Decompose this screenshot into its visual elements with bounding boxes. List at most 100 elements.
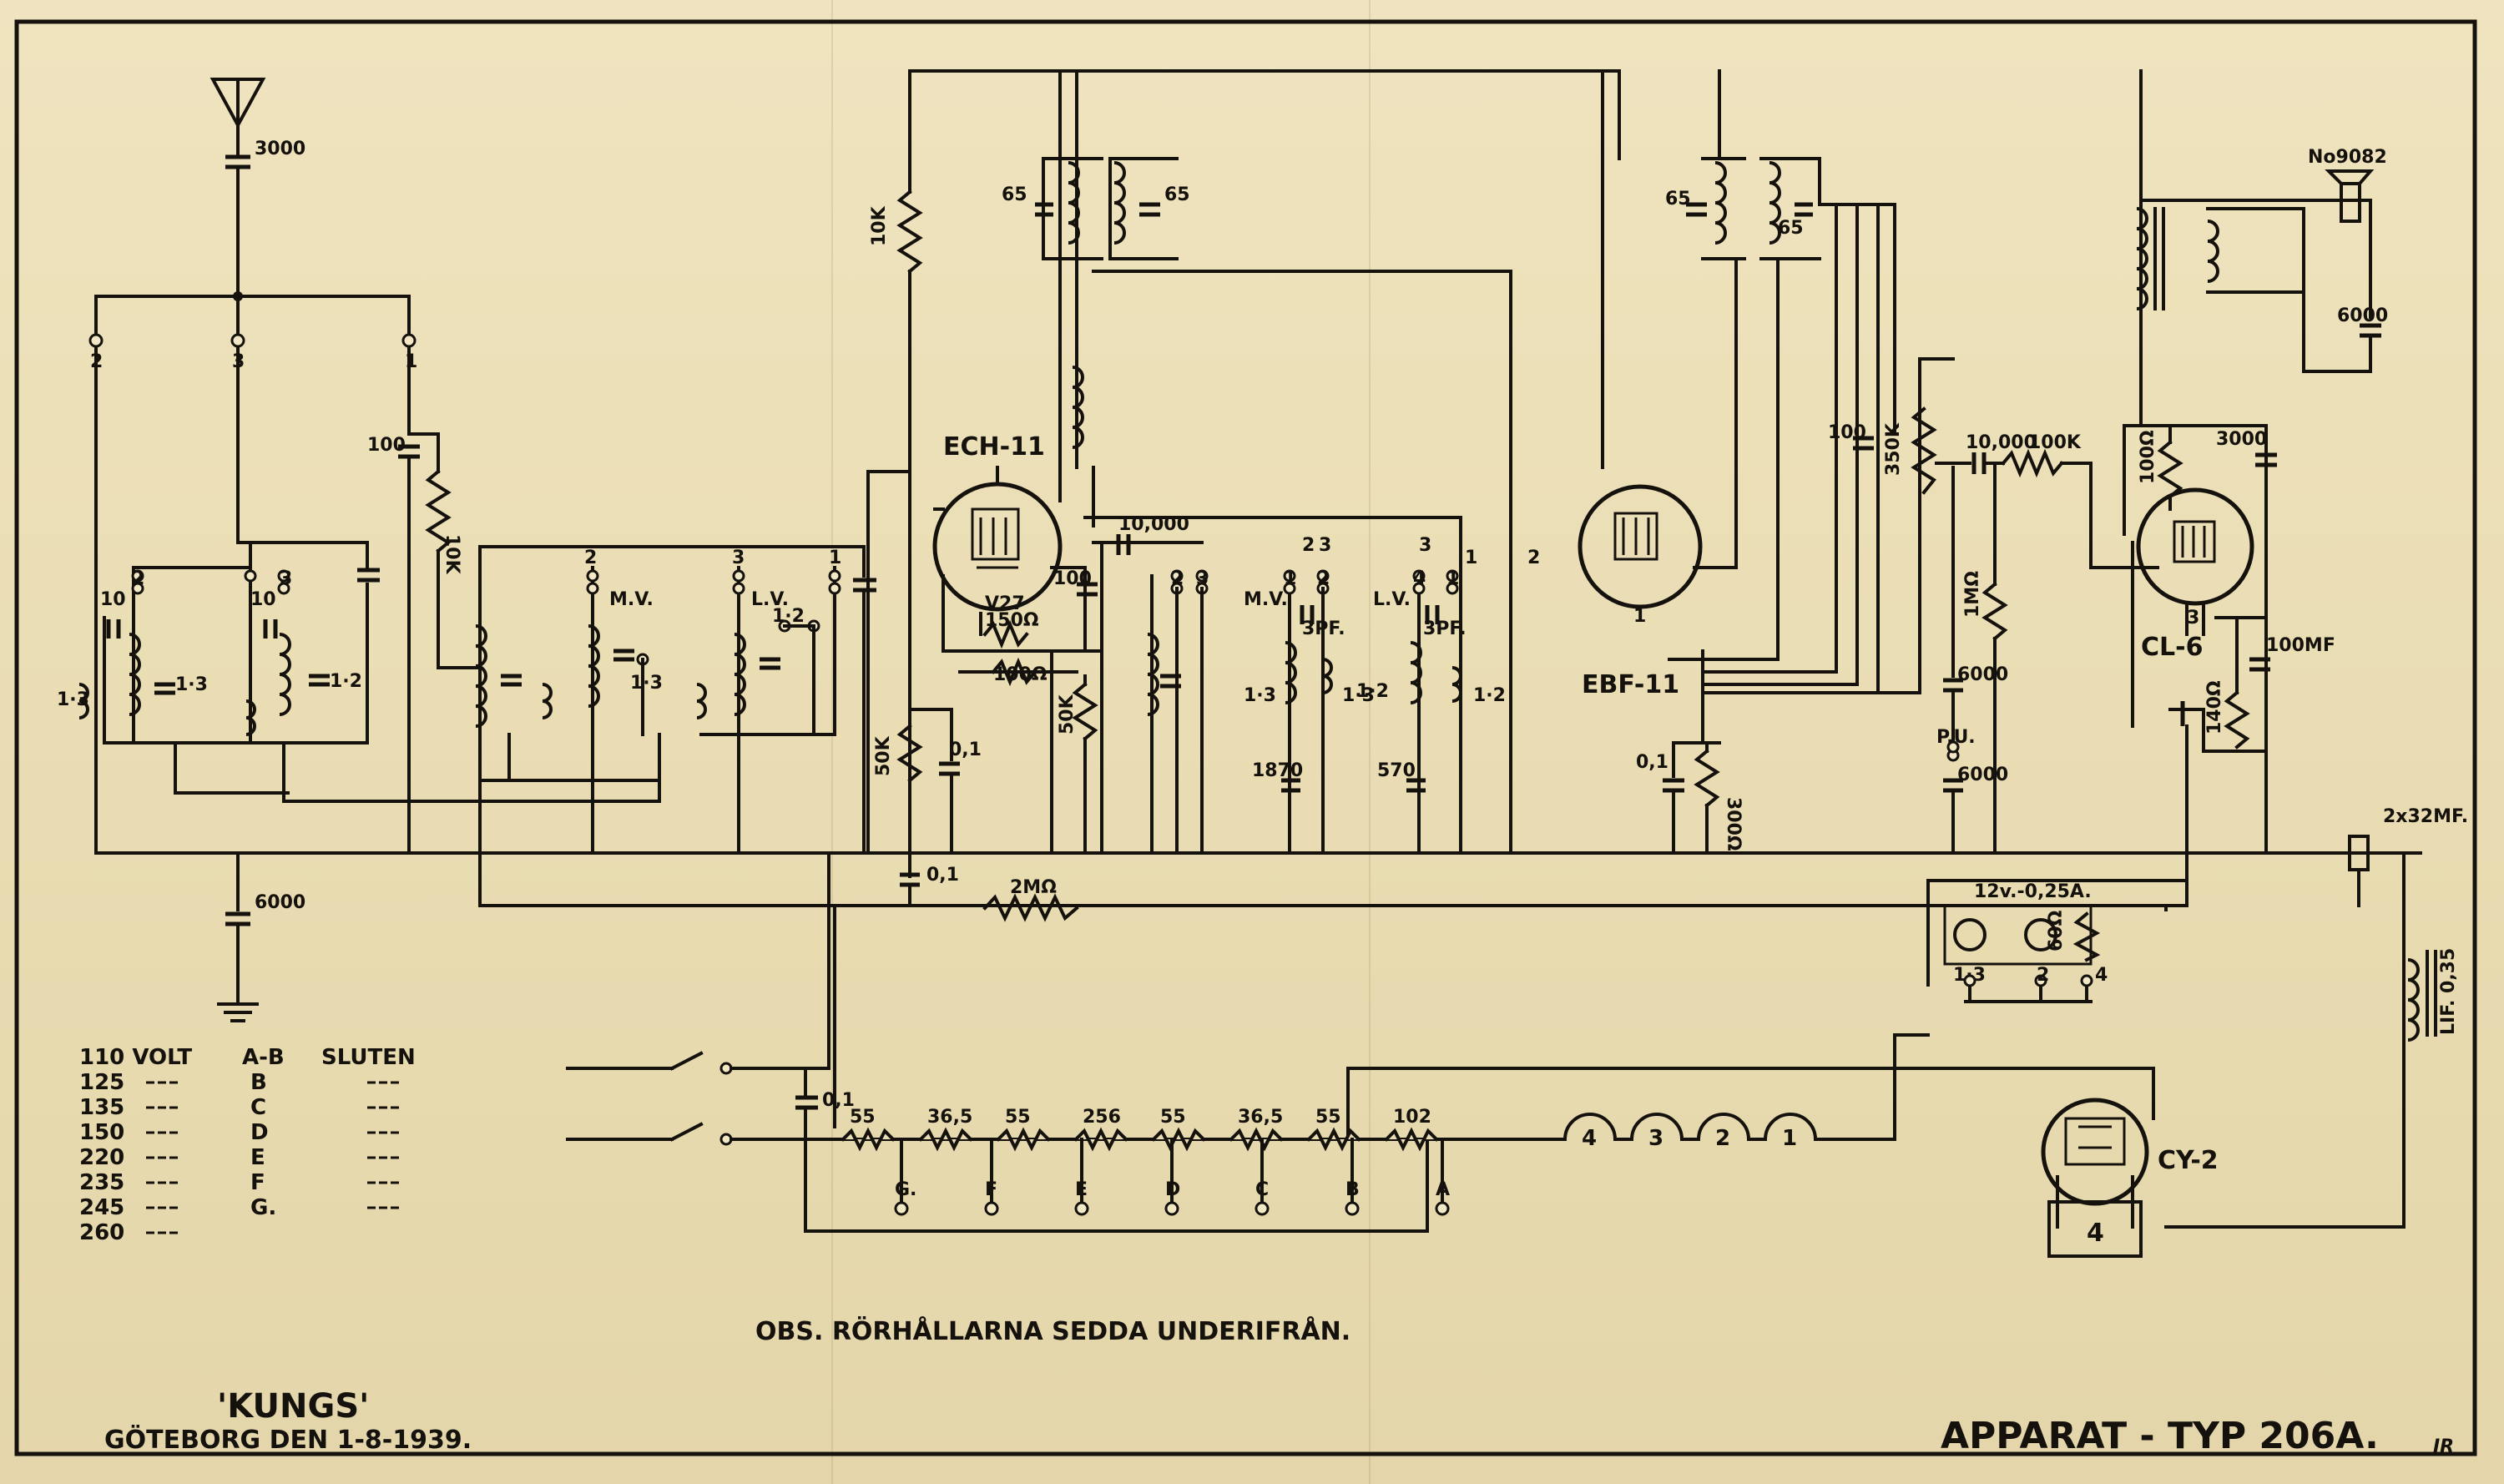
cap-label: 100	[367, 435, 406, 456]
resistor-label: 100K	[2028, 432, 2082, 453]
table-header: 110 VOLT	[79, 1045, 192, 1070]
if-cap-label: 65	[1778, 218, 1804, 239]
divider-tap-terminal	[1255, 1201, 1270, 1216]
divider-value: 102	[1393, 1107, 1431, 1128]
tube-label-ech11: ECH-11	[943, 432, 1045, 462]
band-number: 3	[1419, 535, 1431, 556]
if-cap-label: 65	[1164, 184, 1190, 205]
cap-label: 6000	[2337, 305, 2388, 326]
if-cap-label: 65	[1665, 189, 1691, 209]
table-row-tap: E	[250, 1145, 265, 1170]
band-number: 2	[132, 568, 144, 589]
divider-tap-terminal	[894, 1201, 909, 1216]
resistor-label: 50K	[873, 735, 894, 776]
tube-label-cl6: CL-6	[2141, 633, 2203, 662]
cap-label: 0,1	[1636, 752, 1668, 773]
band-number: 3	[1319, 535, 1331, 556]
resistor-label: 60Ω	[2046, 910, 2067, 951]
tube-label-ebf11: EBF-11	[1582, 670, 1679, 699]
table-row-volt: 260	[79, 1220, 124, 1245]
if-cap-label: 65	[1002, 184, 1027, 205]
antenna-cap-label: 3000	[255, 139, 305, 159]
cap-label: 100MF	[2266, 635, 2335, 656]
divider-tap-label: G.	[895, 1179, 916, 1200]
heater-number: 2	[1715, 1126, 1730, 1151]
divider-tap-terminal	[1435, 1201, 1450, 1216]
note-text: OBS. RÖRHÅLLARNA SEDDA UNDERIFRÅN.	[755, 1315, 1350, 1346]
tube-label-cy2: CY-2	[2158, 1146, 2219, 1175]
coil-label: M.V.	[1244, 589, 1288, 610]
band-number: 2	[1171, 568, 1184, 589]
tap-label: 3	[232, 351, 245, 372]
tube-pin: 1	[1633, 606, 1646, 627]
divider-resistor	[1306, 1127, 1361, 1152]
band-number: 1	[1465, 548, 1477, 568]
divider-value: 36,5	[927, 1107, 972, 1128]
table-row-volt: 220	[79, 1145, 124, 1170]
heater-number: 4	[1582, 1126, 1597, 1151]
divider-tap-label: A	[1436, 1179, 1450, 1200]
trimmer-label: 1·2	[330, 671, 362, 692]
trimmer-label: 1·3	[1342, 685, 1375, 706]
band-number: 2	[1317, 568, 1330, 589]
divider-tap-terminal	[1164, 1201, 1179, 1216]
lamp-tap: 4	[2095, 965, 2108, 986]
band-number: 2	[1302, 535, 1315, 556]
divider-value: 256	[1083, 1107, 1121, 1128]
table-row-volt: 245	[79, 1195, 124, 1220]
coil-label: L.V.	[1373, 589, 1411, 610]
input-coils	[78, 541, 661, 803]
resistor-label: 50K	[1057, 694, 1078, 734]
antenna-section	[88, 78, 482, 1022]
cap-label: 3000	[2216, 429, 2267, 450]
resistor-label: 1MΩ	[1962, 571, 1983, 618]
ground-cap-label: 6000	[255, 892, 305, 913]
ebf11-tube-icon	[1578, 484, 1703, 609]
cap-label: 10	[250, 589, 276, 610]
choke-label: LIF. 0,35	[2438, 948, 2459, 1035]
power-supply	[1893, 835, 2437, 1258]
band-number: 1	[829, 548, 841, 568]
divider-resistor	[1073, 1127, 1128, 1152]
coil-label: L.V.	[751, 589, 789, 610]
lamp-label: 12v.-0,25A.	[1974, 881, 2092, 902]
divider-value: 55	[1160, 1107, 1186, 1128]
lamp-tap: 2	[2037, 965, 2049, 986]
divider-tap-terminal	[1345, 1201, 1360, 1216]
divider-resistor	[1229, 1127, 1284, 1152]
heater-number: 3	[1648, 1126, 1663, 1151]
cap-label: 10	[100, 589, 126, 610]
resistor-label: 150Ω	[985, 610, 1039, 631]
cap-label: 0,1	[949, 739, 982, 760]
speaker-label: No9082	[2308, 147, 2387, 168]
divider-tap-terminal	[1074, 1201, 1089, 1216]
table-header: SLUTEN	[321, 1045, 416, 1070]
trimmer-label: 1·3	[175, 674, 208, 695]
divider-tap-label: E	[1075, 1179, 1088, 1200]
cap-label: 100	[1053, 568, 1092, 589]
cap-label: 10,000	[1966, 432, 2037, 453]
band-number: 3	[280, 568, 292, 589]
cap-label: 0,1	[926, 865, 959, 886]
cap-label: 6000	[1957, 664, 2008, 685]
mixer-stage	[866, 69, 1621, 922]
band-number: 4	[1413, 568, 1426, 589]
divider-value: 55	[1315, 1107, 1341, 1128]
trimmer-label: 1·2	[1473, 685, 1506, 706]
resistor-label: 10K	[869, 205, 890, 246]
divider-value: 55	[850, 1107, 876, 1128]
divider-value: 36,5	[1238, 1107, 1283, 1128]
paper-fold	[831, 0, 833, 1484]
lamp-tap: 1·3	[1953, 965, 1986, 986]
coil-label: M.V.	[609, 589, 654, 610]
cap-label: 2x32MF.	[2383, 806, 2468, 827]
table-header: A-B	[242, 1045, 285, 1070]
oscillator-coils	[1147, 569, 1462, 855]
resistor-label: 10K	[442, 534, 462, 575]
table-row-tap: B	[250, 1070, 267, 1095]
lamp-icon	[1953, 918, 1987, 951]
